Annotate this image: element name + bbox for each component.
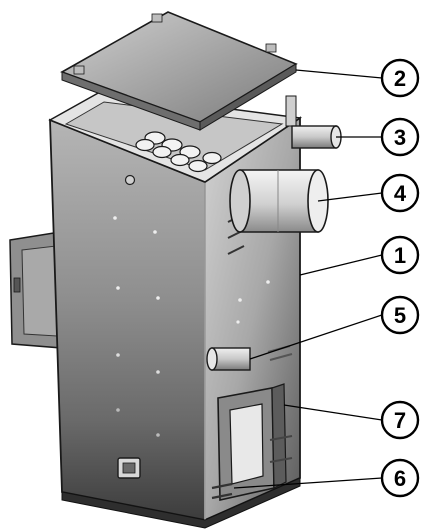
callout-1: 1: [380, 235, 420, 275]
bottom-bolts: [211, 482, 233, 500]
callout-2: 2: [380, 58, 420, 98]
callout-5-label: 5: [394, 303, 406, 328]
callout-7-label: 7: [394, 408, 406, 433]
callout-3-label: 3: [394, 125, 406, 150]
flue-pipe: [229, 169, 329, 233]
leader-lines: [233, 69, 383, 489]
pipe-outlet: [291, 125, 342, 149]
top-rim: [48, 91, 303, 183]
callout-6: 6: [380, 458, 420, 498]
callout-4-label: 4: [394, 181, 407, 206]
side-door: [9, 231, 63, 349]
burner-frame: [217, 383, 293, 501]
callout-6-label: 6: [394, 466, 406, 491]
callout-5: 5: [380, 295, 420, 335]
callout-7: 7: [380, 400, 420, 440]
callout-3: 3: [380, 117, 420, 157]
lid: [60, 11, 298, 131]
callout-1-label: 1: [394, 243, 406, 268]
callout-2-label: 2: [394, 66, 406, 91]
callout-4: 4: [380, 173, 420, 213]
